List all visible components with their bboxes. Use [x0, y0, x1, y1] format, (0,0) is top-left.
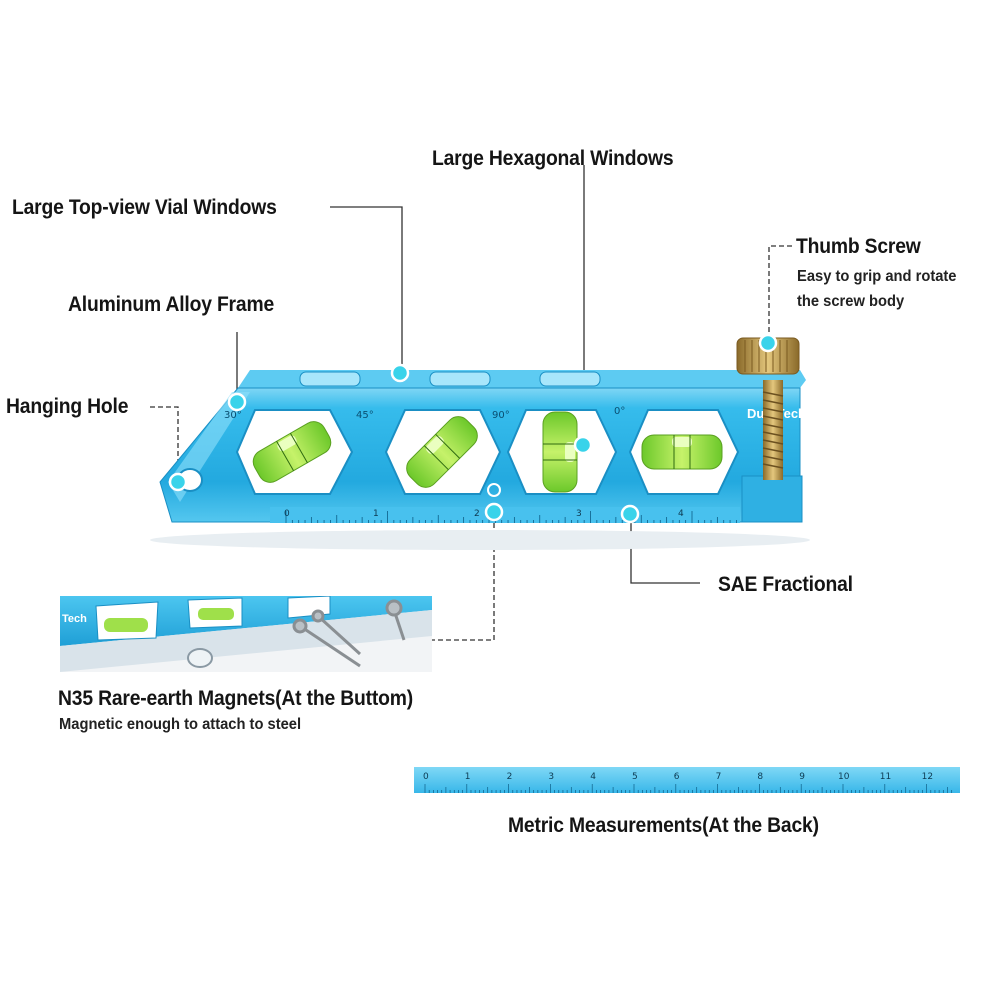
marker-dot-hexagonal [573, 435, 593, 455]
marker-dot-hanging-hole [168, 472, 188, 492]
photo-brand-fragment: Tech [62, 613, 87, 625]
metric-number: 3 [548, 772, 554, 782]
leader-top-view-windows [330, 206, 403, 372]
metric-number: 7 [716, 772, 722, 782]
screw-housing [741, 475, 803, 523]
label-thumb-screw: Thumb Screw [796, 235, 921, 258]
vial-0 [641, 434, 723, 470]
screw-shaft [763, 380, 783, 480]
metric-number: 9 [799, 772, 805, 782]
sae-number-3: 3 [576, 509, 582, 519]
label-aluminum-alloy-frame: Aluminum Alloy Frame [68, 293, 275, 316]
angle-label-90: 90° [492, 410, 510, 421]
thumb-screw-desc-line1: Easy to grip and rotate [797, 268, 957, 285]
metric-number: 5 [632, 772, 638, 782]
metric-number: 2 [507, 772, 513, 782]
level-top-rail [238, 370, 806, 388]
label-magnets-desc: Magnetic enough to attach to steel [59, 716, 302, 733]
label-metric-measurements: Metric Measurements(At the Back) [508, 814, 819, 837]
magnet-closeup-photo: Tech [60, 596, 432, 672]
marker-dot-sae [620, 504, 640, 524]
leader-hanging-hole [150, 406, 179, 481]
top-view-window-2 [429, 371, 491, 387]
label-large-top-view-vial-windows: Large Top-view Vial Windows [12, 196, 277, 219]
metric-number: 4 [590, 772, 596, 782]
vial-30 [252, 421, 332, 483]
marker-dot-frame [227, 392, 247, 412]
vial-45 [406, 416, 478, 488]
sae-number-2: 2 [474, 509, 480, 519]
angle-label-0: 0° [614, 406, 625, 417]
metric-number: 6 [674, 772, 680, 782]
marker-dot-thumb-screw [758, 333, 778, 353]
level-shadow [150, 530, 810, 550]
thumb-screw-desc-line2: the screw body [797, 293, 905, 310]
label-sae-fractional: SAE Fractional [718, 573, 853, 596]
sae-number-1: 1 [373, 509, 379, 519]
metric-number: 10 [838, 772, 850, 782]
vial-90 [542, 411, 578, 493]
label-hanging-hole: Hanging Hole [6, 395, 129, 418]
metric-number: 11 [880, 772, 891, 782]
label-magnets-title: N35 Rare-earth Magnets(At the Buttom) [58, 687, 413, 710]
marker-dot-top-view [390, 363, 410, 383]
angle-label-30: 30° [224, 410, 242, 421]
top-view-window-1 [299, 371, 361, 387]
label-large-hexagonal-windows: Large Hexagonal Windows [432, 147, 674, 170]
metric-number: 8 [757, 772, 763, 782]
metric-number: 12 [922, 772, 933, 782]
sae-number-0: 0 [284, 509, 290, 519]
angle-label-45: 45° [356, 410, 374, 421]
sae-ruler-strip [270, 507, 740, 523]
sae-number-4: 4 [678, 509, 684, 519]
marker-dot-magnet [484, 502, 504, 522]
metric-number: 0 [423, 772, 429, 782]
metric-number: 1 [465, 772, 471, 782]
top-view-window-3 [539, 371, 601, 387]
magnet-closeup-illustration: Tech [60, 596, 432, 672]
magnet-icon [487, 483, 501, 497]
